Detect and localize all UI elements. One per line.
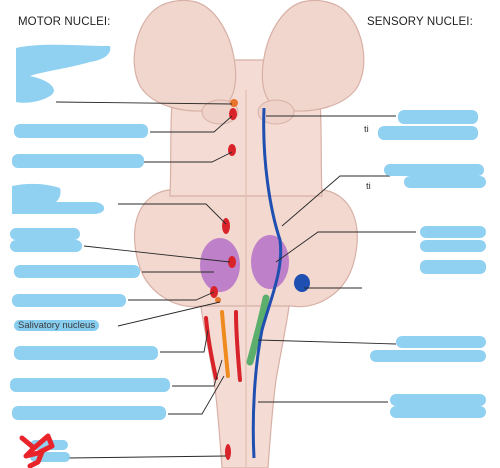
- medulla-shape: [197, 279, 293, 468]
- redaction-right-5: [420, 226, 486, 238]
- redaction-left-11: [12, 406, 166, 420]
- motor-column-red-right: [234, 310, 242, 382]
- redaction-right-10: [390, 394, 486, 406]
- motor-nucleus-2: [228, 144, 236, 156]
- sensory-fragment-a: ti: [364, 124, 369, 135]
- leader-line-r5: [257, 339, 397, 345]
- colliculus-right: [257, 99, 295, 125]
- redaction-right-4: [404, 176, 486, 188]
- right-thalamic-lobe: [261, 0, 365, 112]
- sensory-nuclei-heading: SENSORY NUCLEI:: [367, 16, 473, 28]
- leader-line-l8: [117, 301, 221, 327]
- leader-line-l4: [118, 203, 227, 225]
- redaction-right-9: [370, 350, 486, 362]
- leader-line-r3: [275, 231, 416, 263]
- blue-lateral-nucleus: [294, 274, 310, 292]
- leader-line-l11: [168, 375, 225, 415]
- nuclei-group: [200, 99, 310, 460]
- leader-line-l7: [128, 291, 215, 301]
- motor-nuclei-heading: MOTOR NUCLEI:: [18, 16, 111, 28]
- brainstem-illustration: [133, 0, 365, 468]
- red-scribble-mark: [19, 433, 55, 468]
- redaction-left-2: [14, 124, 148, 138]
- leader-line-l1: [55, 101, 233, 105]
- left-thalamic-lobe: [133, 0, 237, 112]
- redaction-left-10: [10, 378, 170, 392]
- motor-nucleus-4: [228, 256, 236, 268]
- colliculus-left: [201, 99, 239, 125]
- motor-nucleus-6: [215, 297, 221, 303]
- redaction-left-8: [12, 294, 126, 307]
- green-nucleus-column: [246, 294, 270, 366]
- leader-line-l5: [83, 245, 231, 263]
- redaction-right-8: [396, 336, 486, 348]
- salivatory-nucleus-label: Salivatory nucleus: [14, 320, 100, 331]
- redaction-left-1: [16, 44, 111, 103]
- redaction-left-6: [10, 240, 82, 252]
- redaction-right-11: [390, 406, 486, 418]
- redaction-right-7: [420, 260, 486, 274]
- blue-sensory-column: [251, 107, 283, 459]
- purple-nucleus-right: [251, 235, 289, 289]
- leader-lines: [55, 101, 416, 459]
- motor-column-red-left: [204, 316, 218, 380]
- redaction-right-3: [384, 164, 484, 176]
- leader-line-l12: [67, 455, 227, 459]
- motor-nucleus-3: [222, 218, 230, 234]
- motor-nucleus-1-top: [230, 99, 238, 107]
- leader-line-l3: [144, 151, 233, 163]
- sensory-fragment-b: ti: [366, 181, 371, 192]
- redaction-right-2: [378, 126, 478, 140]
- redaction-left-4: [12, 183, 105, 214]
- leader-line-r2: [281, 175, 390, 227]
- redaction-right-6: [420, 240, 486, 252]
- redaction-left-3: [12, 154, 144, 168]
- motor-nucleus-hypoglossal: [225, 444, 231, 460]
- leader-line-l9: [160, 329, 209, 353]
- redaction-left-7: [14, 265, 140, 278]
- redaction-left-9: [14, 346, 158, 360]
- leader-line-l2: [150, 115, 233, 133]
- redaction-left-5: [10, 228, 80, 240]
- motor-column-orange: [220, 310, 230, 378]
- purple-nucleus-left: [200, 238, 240, 292]
- redaction-right-1: [398, 110, 478, 124]
- leader-line-l10: [172, 359, 223, 387]
